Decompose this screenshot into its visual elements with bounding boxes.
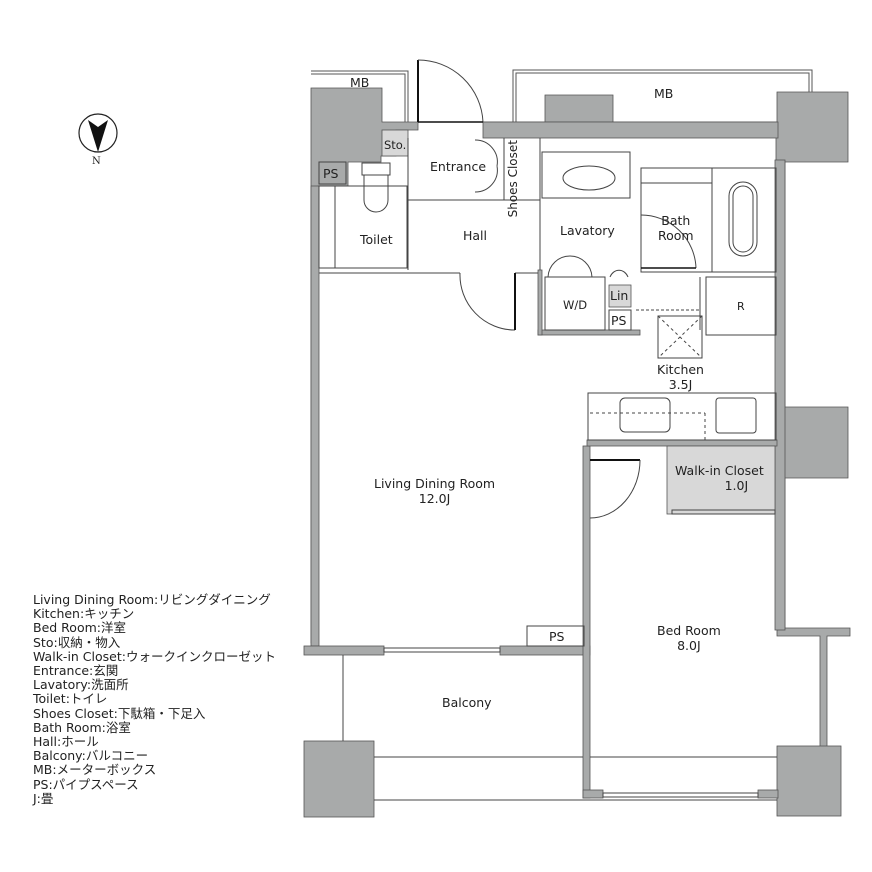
living-dining-label: Living Dining Room 12.0J: [374, 476, 495, 506]
walk-in-closet-name: Walk-in Closet: [675, 463, 764, 478]
shoes-closet-label: Shoes Closet: [506, 140, 520, 218]
toilet-label: Toilet: [360, 232, 393, 247]
legend-item: MB:メーターボックス: [33, 762, 157, 778]
legend-item: Walk-in Closet:ウォークインクローゼット: [33, 648, 276, 664]
mb-right-outline: [512, 69, 813, 122]
legend-item: Bath Room:浴室: [33, 719, 131, 735]
room-lines: [318, 59, 777, 801]
living-dining-size: 12.0J: [418, 491, 451, 506]
bed-room-label: Bed Room 8.0J: [657, 623, 721, 653]
mb-left-outline: [311, 70, 409, 122]
legend-item: Sto:収納・物入: [33, 634, 121, 650]
kitchen-size: 3.5J: [668, 377, 693, 392]
compass-label: N: [92, 156, 101, 167]
fridge-label: R: [737, 300, 745, 313]
legend-item: J:畳: [33, 790, 54, 806]
storage-fills: [381, 129, 776, 515]
bed-room-name: Bed Room: [657, 623, 721, 638]
north-arrow-icon: [78, 113, 118, 153]
legend-item: PS:パイプスペース: [33, 776, 139, 792]
hall-label: Hall: [463, 228, 488, 243]
bath-room-label: Bath Room: [658, 213, 694, 243]
ps-toilet-label: PS: [323, 166, 339, 181]
balcony-label: Balcony: [442, 695, 492, 710]
walls: [303, 87, 851, 818]
legend-item: Entrance:玄関: [33, 663, 119, 679]
legend: Living Dining Room:リビングダイニング Kitchen:キッチ…: [33, 592, 276, 806]
living-dining-name: Living Dining Room: [374, 476, 496, 491]
lavatory-label: Lavatory: [560, 223, 615, 238]
bath-room-line2: Room: [658, 228, 694, 243]
legend-item: Kitchen:キッチン: [33, 606, 135, 622]
legend-item: Living Dining Room:リビングダイニング: [33, 592, 271, 607]
ps-living-label: PS: [549, 629, 565, 644]
walk-in-closet-label: Walk-in Closet 1.0J: [675, 463, 764, 493]
legend-item: Bed Room:洋室: [33, 620, 126, 636]
lin-label: Lin: [610, 288, 629, 303]
legend-item: Shoes Closet:下駄箱・下足入: [33, 705, 206, 721]
kitchen-label: Kitchen 3.5J: [657, 362, 704, 392]
entrance-label: Entrance: [430, 159, 487, 174]
legend-item: Lavatory:洗面所: [33, 677, 129, 693]
ps-lav-label: PS: [611, 313, 627, 328]
legend-item: Balcony:バルコニー: [33, 748, 149, 764]
walk-in-closet-size: 1.0J: [724, 478, 749, 493]
legend-item: Toilet:トイレ: [33, 691, 108, 707]
kitchen-name: Kitchen: [657, 362, 704, 377]
mb-right-label: MB: [654, 86, 674, 101]
mb-left-label: MB: [350, 75, 370, 90]
bed-room-size: 8.0J: [677, 638, 701, 653]
legend-item: Hall:ホール: [33, 734, 99, 750]
bath-room-line1: Bath: [661, 213, 691, 228]
sto-label: Sto.: [384, 138, 407, 152]
wd-label: W/D: [563, 298, 588, 312]
